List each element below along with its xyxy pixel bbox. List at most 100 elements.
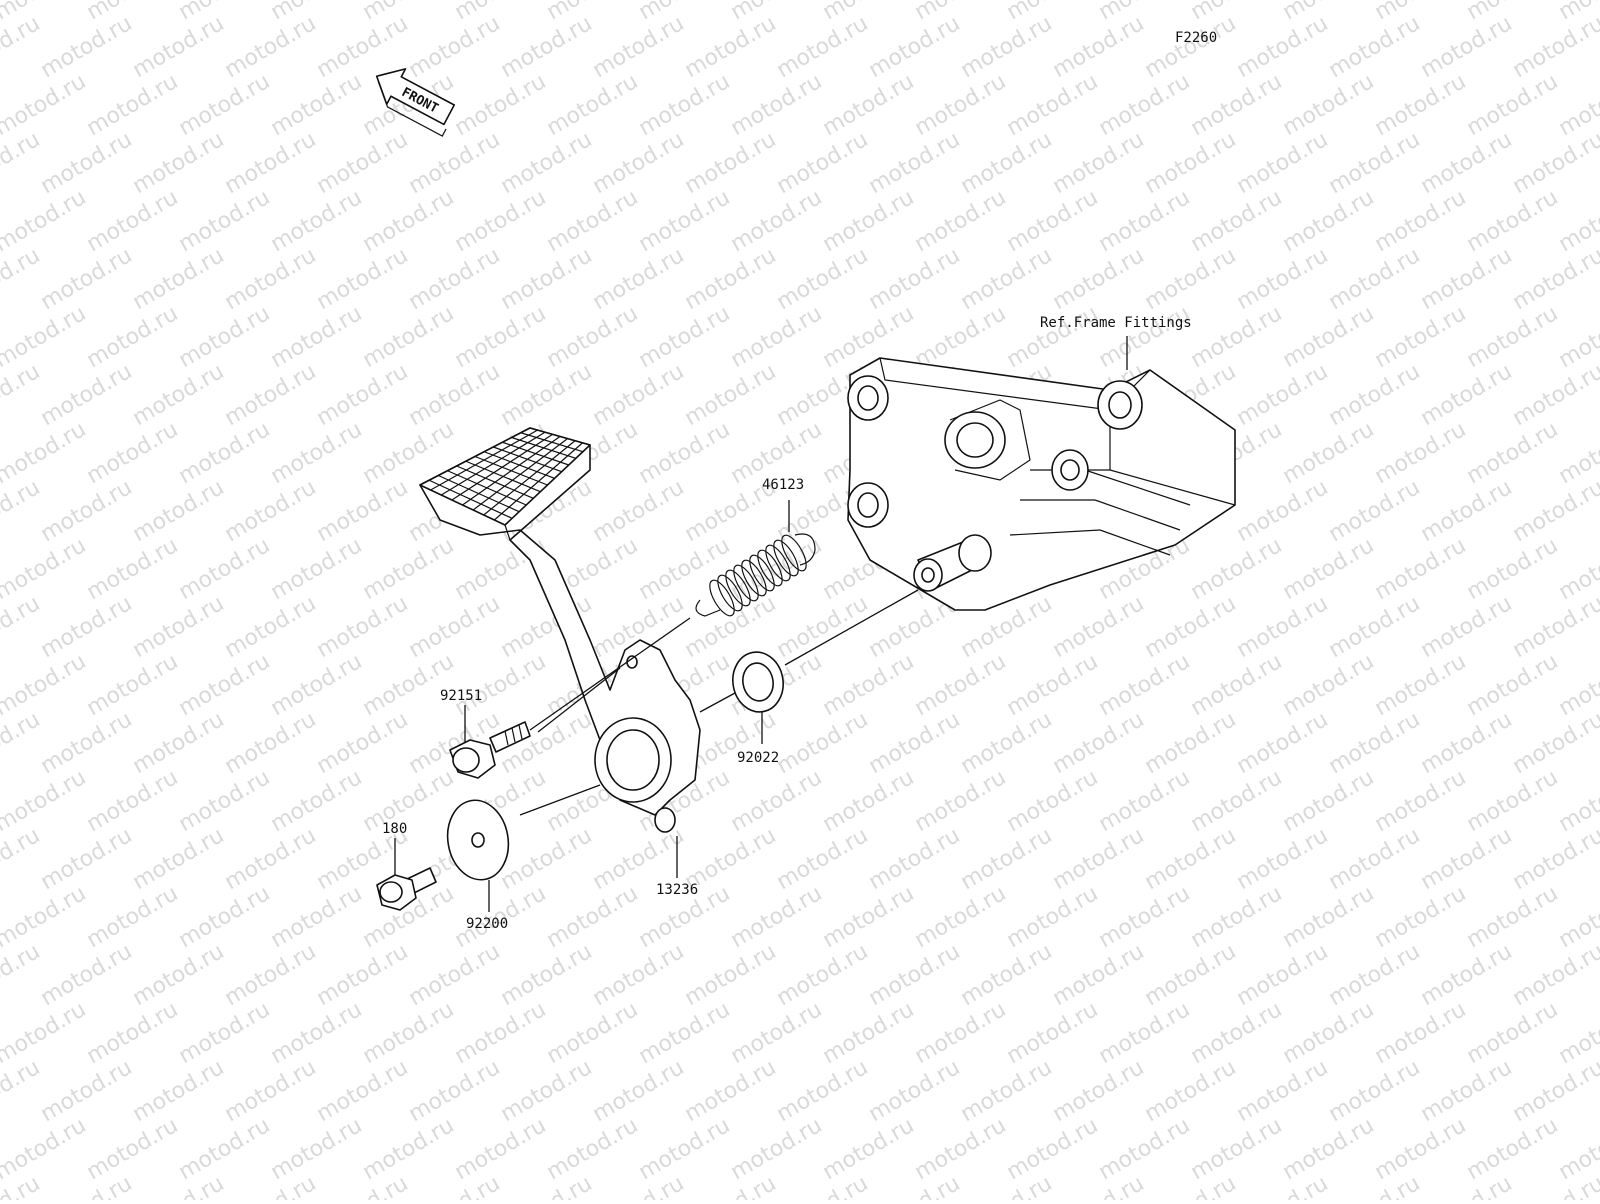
watermark-text: motod.ru: [1325, 823, 1425, 895]
watermark-text: motod.ru: [1095, 0, 1195, 25]
watermark-text: motod.ru: [635, 417, 735, 489]
watermark-text: motod.ru: [1233, 591, 1333, 663]
watermark-text: motod.ru: [451, 301, 551, 373]
watermark-text: motod.ru: [1509, 939, 1600, 1011]
watermark-text: motod.ru: [1279, 417, 1379, 489]
watermark-text: motod.ru: [221, 1055, 321, 1127]
watermark-text: motod.ru: [865, 127, 965, 199]
watermark-text: motod.ru: [497, 1171, 597, 1200]
watermark-text: motod.ru: [1233, 11, 1333, 83]
watermark-text: motod.ru: [1095, 881, 1195, 953]
watermark-text: motod.ru: [1049, 243, 1149, 315]
watermark-text: motod.ru: [727, 185, 827, 257]
watermark-text: motod.ru: [1049, 127, 1149, 199]
watermark-text: motod.ru: [1279, 533, 1379, 605]
watermark-text: motod.ru: [1417, 939, 1517, 1011]
watermark-text: motod.ru: [313, 359, 413, 431]
watermark-text: motod.ru: [129, 475, 229, 547]
watermark-text: motod.ru: [497, 243, 597, 315]
watermark-text: motod.ru: [1279, 0, 1379, 25]
watermark-text: motod.ru: [83, 69, 183, 141]
watermark-text: motod.ru: [773, 591, 873, 663]
watermark-text: motod.ru: [37, 1055, 137, 1127]
watermark-text: motod.ru: [1417, 11, 1517, 83]
watermark-text: motod.ru: [175, 185, 275, 257]
watermark-text: motod.ru: [1049, 591, 1149, 663]
watermark-text: motod.ru: [1095, 185, 1195, 257]
watermark-text: motod.ru: [83, 1113, 183, 1185]
watermark-text: motod.ru: [957, 707, 1057, 779]
watermark-text: motod.ru: [1371, 881, 1471, 953]
watermark-text: motod.ru: [1233, 243, 1333, 315]
watermark-text: motod.ru: [267, 649, 367, 721]
watermark-text: motod.ru: [221, 11, 321, 83]
watermark-text: motod.ru: [129, 1055, 229, 1127]
watermark-text: motod.ru: [589, 939, 689, 1011]
watermark-text: motod.ru: [175, 881, 275, 953]
watermark-text: motod.ru: [0, 1113, 90, 1185]
watermark-text: motod.ru: [1417, 243, 1517, 315]
diagram-code: F2260: [1175, 30, 1217, 46]
watermark-text: motod.ru: [0, 765, 90, 837]
watermark-text: motod.ru: [37, 475, 137, 547]
watermark-text: motod.ru: [1463, 69, 1563, 141]
watermark-text: motod.ru: [175, 301, 275, 373]
watermark-text: motod.ru: [1325, 11, 1425, 83]
watermark-text: motod.ru: [37, 591, 137, 663]
watermark-text: motod.ru: [451, 0, 551, 25]
watermark-text: motod.ru: [1371, 417, 1471, 489]
watermark-text: motod.ru: [1233, 127, 1333, 199]
watermark-text: motod.ru: [129, 591, 229, 663]
watermark-text: motod.ru: [589, 243, 689, 315]
watermark-text: motod.ru: [175, 997, 275, 1069]
watermark-text: motod.ru: [175, 1113, 275, 1185]
watermark-text: motod.ru: [359, 0, 459, 25]
watermark-text: motod.ru: [1095, 301, 1195, 373]
watermark-text: motod.ru: [957, 127, 1057, 199]
watermark-text: motod.ru: [911, 1113, 1011, 1185]
watermark-text: motod.ru: [1371, 649, 1471, 721]
watermark-text: motod.ru: [1141, 11, 1241, 83]
watermark-text: motod.ru: [313, 1055, 413, 1127]
watermark-text: motod.ru: [1003, 185, 1103, 257]
frame-fittings-bracket: [848, 358, 1235, 610]
watermark-text: motod.ru: [819, 69, 919, 141]
watermark-text: motod.ru: [1463, 881, 1563, 953]
watermark-text: motod.ru: [1371, 1113, 1471, 1185]
watermark-text: motod.ru: [1003, 997, 1103, 1069]
watermark-text: motod.ru: [1233, 823, 1333, 895]
watermark-text: motod.ru: [405, 591, 505, 663]
watermark-text: motod.ru: [221, 939, 321, 1011]
watermark-text: motod.ru: [727, 69, 827, 141]
reference-label: Ref.Frame Fittings: [1040, 315, 1192, 331]
watermark-text: motod.ru: [865, 11, 965, 83]
watermark-text: motod.ru: [129, 127, 229, 199]
watermark-text: motod.ru: [313, 243, 413, 315]
watermark-text: motod.ru: [681, 591, 781, 663]
watermark-text: motod.ru: [1095, 649, 1195, 721]
watermark-text: motod.ru: [267, 301, 367, 373]
watermark-text: motod.ru: [957, 1055, 1057, 1127]
watermark-text: motod.ru: [83, 533, 183, 605]
watermark-text: motod.ru: [681, 359, 781, 431]
watermark-text: motod.ru: [1417, 1171, 1517, 1200]
watermark-text: motod.ru: [1003, 649, 1103, 721]
watermark-text: motod.ru: [589, 475, 689, 547]
watermark-text: motod.ru: [1141, 127, 1241, 199]
watermark-text: motod.ru: [0, 533, 90, 605]
watermark-text: motod.ru: [1187, 185, 1287, 257]
watermark-text: motod.ru: [83, 301, 183, 373]
watermark-text: motod.ru: [1141, 1055, 1241, 1127]
watermark-text: motod.ru: [1187, 881, 1287, 953]
watermark-text: motod.ru: [1463, 417, 1563, 489]
watermark-text: motod.ru: [1279, 185, 1379, 257]
watermark-text: motod.ru: [267, 185, 367, 257]
watermark-text: motod.ru: [0, 417, 90, 489]
watermark-text: motod.ru: [1141, 1171, 1241, 1200]
watermark-text: motod.ru: [1187, 1113, 1287, 1185]
watermark-text: motod.ru: [681, 127, 781, 199]
watermark-text: motod.ru: [175, 0, 275, 25]
watermark-text: motod.ru: [1279, 1113, 1379, 1185]
watermark-text: motod.ru: [1463, 765, 1563, 837]
watermark-text: motod.ru: [405, 939, 505, 1011]
